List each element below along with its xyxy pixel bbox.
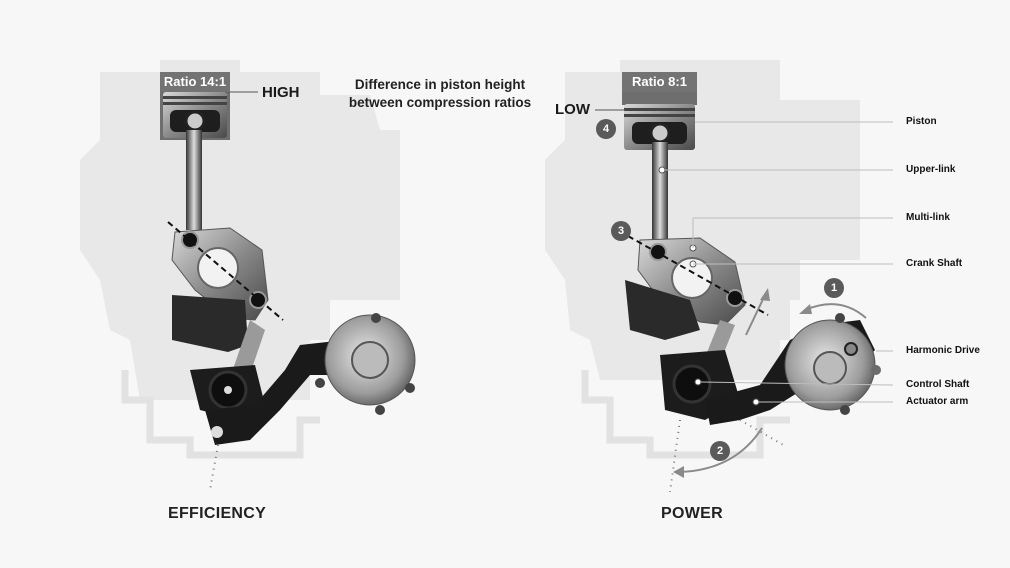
mechanism-left [160,75,416,491]
comparison-caption: Difference in piston height between comp… [335,76,545,112]
callout-upper-link: Upper-link [906,164,956,175]
callout-crank-shaft: Crank Shaft [906,258,963,269]
ratio-label-right: Ratio 8:1 [622,72,697,92]
piston-height-low: LOW [555,101,590,118]
engine-silhouette-right [545,60,860,380]
mode-label-efficiency: EFFICIENCY [168,505,267,522]
mode-label-power: POWER [661,505,723,522]
callout-piston: Piston [906,116,937,127]
piston-height-high: HIGH [262,84,300,101]
callout-leaders [665,121,894,403]
callout-harmonic-drive: Harmonic Drive [906,345,980,356]
callout-control-shaft: Control Shaft [906,379,970,390]
step-badge-4: 4 [596,119,616,139]
step-badge-1: 1 [824,278,844,298]
callout-multi-link: Multi-link [906,212,950,223]
caption-line-1: Difference in piston height [354,77,526,92]
oil-pan-left [121,370,320,459]
step-badge-2: 2 [710,441,730,461]
step-badge-3: 3 [611,221,631,241]
mechanism-right [595,75,894,493]
caption-line-2: between compression ratios [348,95,532,110]
callout-actuator-arm: Actuator arm [906,396,969,407]
engine-silhouette-left [80,60,400,400]
ratio-label-left: Ratio 14:1 [160,72,230,92]
